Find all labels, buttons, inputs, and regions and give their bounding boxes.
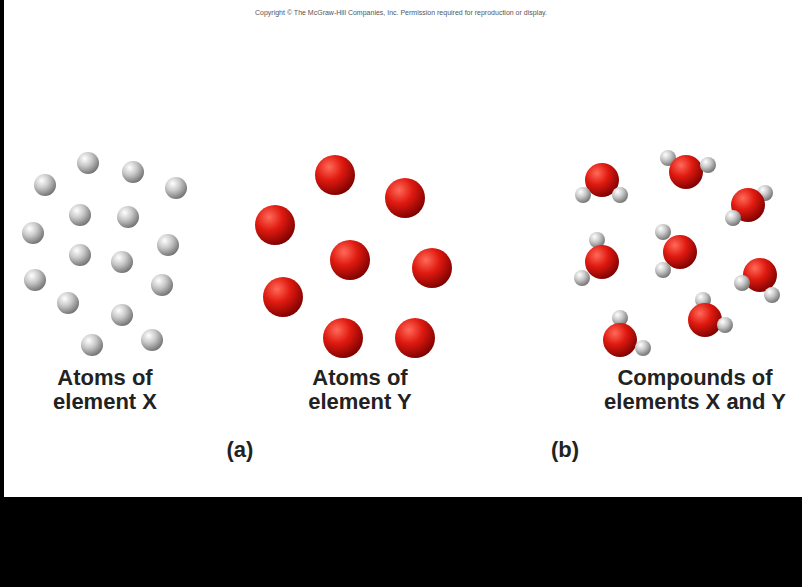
molecule [603,310,651,357]
atom-sphere [395,318,435,358]
atom-sphere [575,187,591,203]
molecule [574,232,619,286]
caption-label: Compounds of elements X and Y [593,366,797,414]
atom-sphere [412,248,452,288]
atom-sphere [34,174,56,196]
molecule [688,292,733,337]
caption-label: Atoms of element X [35,366,175,414]
atom-sphere [165,177,187,199]
atom-sphere [315,155,355,195]
atom-sphere [330,240,370,280]
atom-sphere [141,329,163,351]
atom-sphere [117,206,139,228]
molecule [660,150,716,189]
molecule [655,224,697,278]
atom-sphere [764,287,780,303]
atom-sphere [77,152,99,174]
molecule [575,163,628,203]
atom-sphere [717,317,733,333]
atom-sphere [111,304,133,326]
atom-sphere [734,275,750,291]
atom-sphere [263,277,303,317]
atom-sphere [574,270,590,286]
atom-sphere [57,292,79,314]
atom-sphere [669,155,703,189]
atom-sphere [385,178,425,218]
atom-sphere [700,157,716,173]
panel-letter: (a) [210,438,270,462]
atom-sphere [612,187,628,203]
atom-sphere [255,205,295,245]
caption-label: Atoms of element Y [290,366,430,414]
atom-sphere [22,222,44,244]
atom-sphere [81,334,103,356]
atom-sphere [635,340,651,356]
atom-sphere [725,210,741,226]
element-x-atoms [22,152,187,356]
atom-sphere [151,274,173,296]
molecule [734,258,780,303]
atom-sphere [688,303,722,337]
panel-letter: (b) [535,438,595,462]
atom-sphere [111,251,133,273]
atom-sphere [655,262,671,278]
atom-sphere [655,224,671,240]
atom-sphere [69,244,91,266]
copyright-note: Copyright © The McGraw-Hill Companies, I… [51,8,751,17]
element-y-atoms [255,155,452,358]
compound-molecules [574,150,780,357]
atom-sphere [24,269,46,291]
atom-sphere [603,323,637,357]
atom-sphere [585,245,619,279]
atom-sphere [122,161,144,183]
atom-sphere [323,318,363,358]
molecule [725,185,773,226]
atom-sphere [69,204,91,226]
atom-sphere [157,234,179,256]
